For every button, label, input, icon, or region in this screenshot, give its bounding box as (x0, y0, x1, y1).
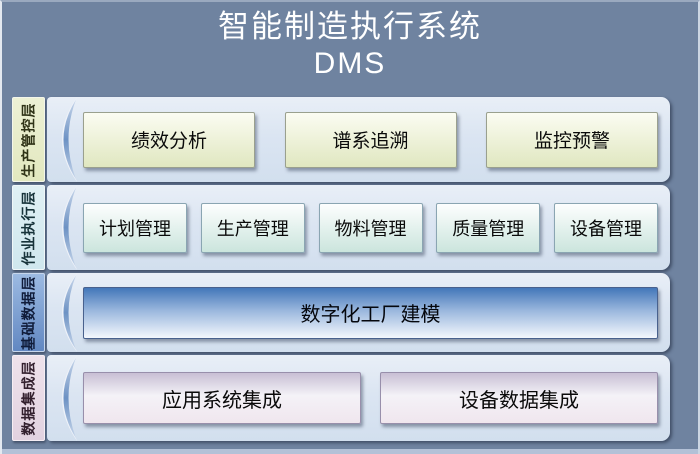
module-box-basic-data-0: 数字化工厂建模 (83, 286, 658, 339)
layers-container: 生产管控层绩效分析谱系追溯监控预警作业执行层计划管理生产管理物料管理质量管理设备… (12, 97, 670, 441)
layer-content-production-control: 绩效分析谱系追溯监控预警 (47, 97, 670, 182)
layer-curve-decoration (62, 97, 77, 182)
module-box-production-control-2: 监控预警 (486, 111, 658, 168)
module-box-operation-execution-3: 质量管理 (436, 202, 541, 253)
layer-tab-label-production-control: 生产管控层 (20, 102, 37, 177)
layer-tab-label-operation-execution: 作业执行层 (20, 190, 37, 265)
module-box-operation-execution-1: 生产管理 (200, 202, 305, 253)
module-box-data-integration-1: 设备数据集成 (380, 372, 658, 424)
module-box-operation-execution-4: 设备管理 (554, 202, 658, 253)
title-line2: DMS (313, 47, 387, 80)
module-box-operation-execution-2: 物料管理 (318, 202, 423, 253)
layer-tab-basic-data: 基础数据层 (12, 273, 45, 352)
layer-row-production-control: 生产管控层绩效分析谱系追溯监控预警 (12, 97, 670, 182)
layer-row-basic-data: 基础数据层 数字化工厂建模 (12, 273, 670, 352)
layer-tab-label-basic-data: 基础数据层 (20, 275, 37, 350)
module-box-operation-execution-0: 计划管理 (83, 202, 187, 253)
layer-curve-decoration (62, 355, 77, 441)
layer-content-basic-data: 数字化工厂建模 (47, 273, 670, 352)
diagram-title: 智能制造执行系统 DMS (2, 8, 698, 82)
layer-row-data-integration: 数据集成层应用系统集成设备数据集成 (12, 355, 670, 441)
module-box-production-control-1: 谱系追溯 (284, 111, 457, 168)
title-line1: 智能制造执行系统 (218, 9, 482, 44)
module-box-production-control-0: 绩效分析 (83, 111, 255, 168)
layer-curve-decoration (62, 185, 77, 270)
layer-tab-operation-execution: 作业执行层 (12, 185, 45, 270)
bottom-strip (2, 449, 698, 454)
layer-row-operation-execution: 作业执行层计划管理生产管理物料管理质量管理设备管理 (12, 185, 670, 270)
layer-content-operation-execution: 计划管理生产管理物料管理质量管理设备管理 (47, 185, 670, 270)
module-box-data-integration-0: 应用系统集成 (83, 372, 361, 424)
layer-content-data-integration: 应用系统集成设备数据集成 (47, 355, 670, 441)
layer-tab-label-data-integration: 数据集成层 (20, 360, 37, 436)
layer-curve-decoration (62, 273, 77, 352)
layer-tab-data-integration: 数据集成层 (12, 355, 45, 441)
layer-tab-production-control: 生产管控层 (12, 97, 45, 182)
